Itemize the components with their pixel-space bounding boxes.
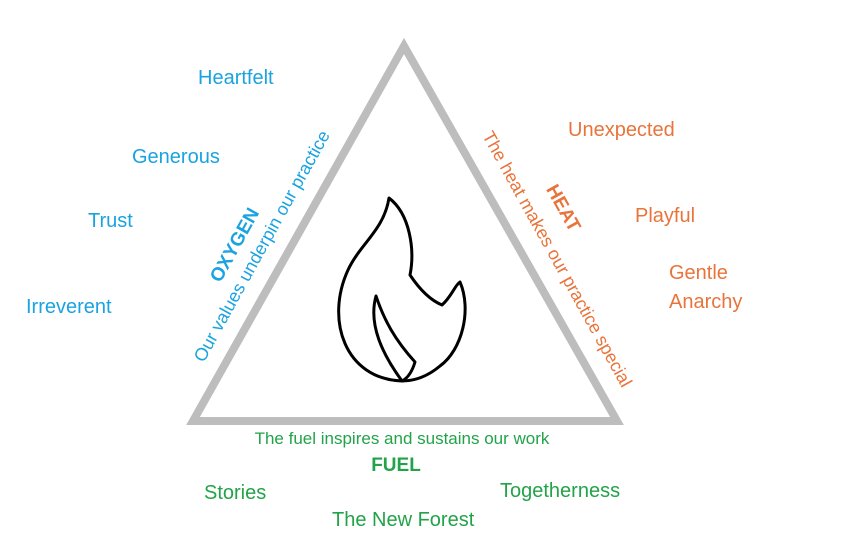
heat-caption: The heat makes our practice special — [478, 128, 636, 391]
fuel-word-togetherness: Togetherness — [500, 480, 621, 502]
flame-icon — [337, 196, 467, 383]
fuel-word-stories: Stories — [204, 482, 267, 504]
fuel-title: FUEL — [371, 455, 421, 476]
heat-word-gentle-anarchy: Gentle Anarchy — [669, 259, 742, 317]
oxygen-word-heartfelt: Heartfelt — [198, 67, 274, 89]
fire-triangle — [186, 37, 624, 425]
oxygen-word-irreverent: Irreverent — [26, 296, 112, 318]
oxygen-word-trust: Trust — [88, 210, 133, 232]
fuel-word-the-new-forest: The New Forest — [332, 509, 475, 531]
heat-word-gentle: Gentle — [669, 262, 728, 284]
fuel-caption: The fuel inspires and sustains our work — [255, 429, 550, 448]
heat-word-anarchy: Anarchy — [669, 291, 743, 313]
oxygen-word-generous: Generous — [132, 146, 220, 168]
heat-word-playful: Playful — [635, 205, 696, 227]
heat-word-unexpected: Unexpected — [568, 119, 675, 141]
